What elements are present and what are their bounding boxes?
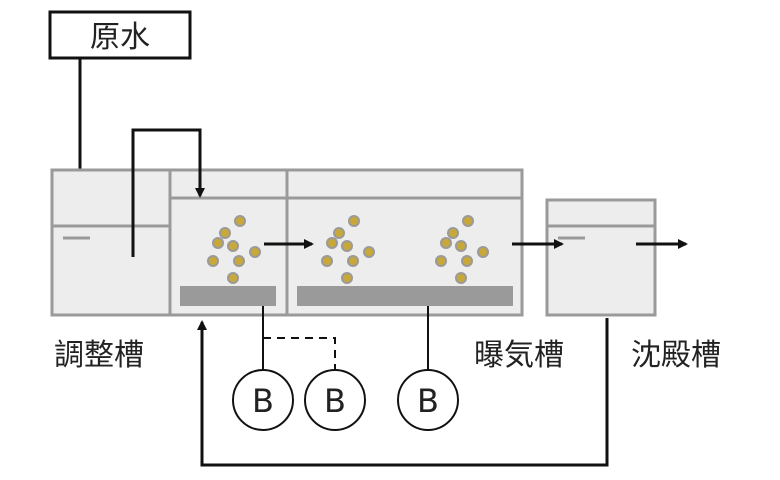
raw-water-label: 原水 bbox=[90, 20, 150, 55]
blower-1-label: B bbox=[252, 382, 274, 420]
adjustment-tank bbox=[50, 168, 172, 317]
diffuser-2 bbox=[297, 286, 513, 306]
blower-3-label: B bbox=[417, 382, 439, 420]
blower-2-label: B bbox=[324, 382, 346, 420]
return-sludge-arrow bbox=[197, 318, 609, 467]
bubbles-cluster-2 bbox=[321, 215, 375, 284]
blower-1: B bbox=[232, 369, 294, 431]
adjustment-tank-label: 調整槽 bbox=[54, 338, 144, 373]
raw-water-box: 原水 bbox=[48, 10, 192, 60]
bubbles-cluster-1 bbox=[207, 215, 261, 284]
settling-tank-label: 沈殿槽 bbox=[631, 338, 721, 373]
diffuser-1 bbox=[180, 286, 276, 306]
blower-3: B bbox=[397, 369, 459, 431]
aeration-tank-label: 曝気槽 bbox=[474, 338, 564, 373]
settling-tank bbox=[545, 198, 657, 317]
pump-transfer-arrow bbox=[131, 128, 205, 257]
air-line-standby bbox=[263, 337, 336, 372]
bubbles-cluster-3 bbox=[435, 215, 489, 284]
blower-2: B bbox=[304, 369, 366, 431]
